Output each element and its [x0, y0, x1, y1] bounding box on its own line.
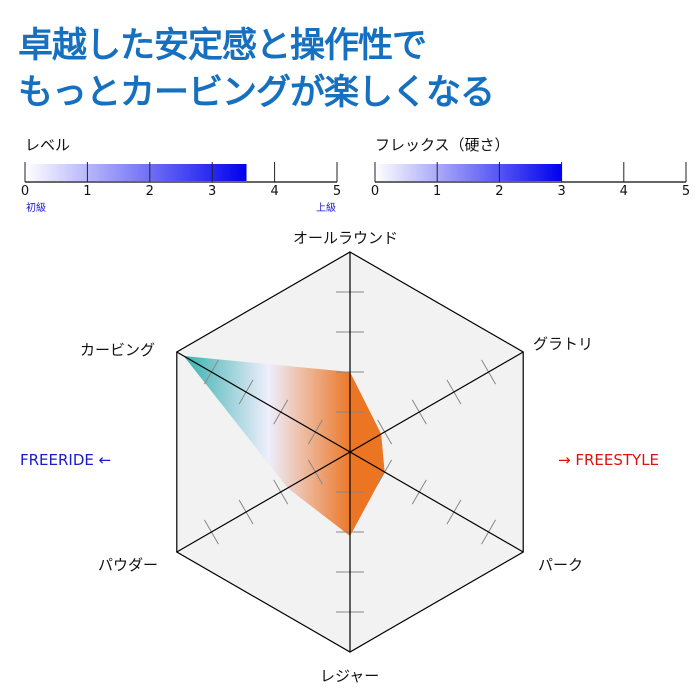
axis-label-carving: カービング: [80, 341, 156, 359]
radar-data-area: [183, 356, 385, 536]
bar-tick-label: 3: [208, 184, 217, 199]
bar-tick-label: 4: [619, 184, 628, 199]
freeride-annotation: FREERIDE ←: [20, 451, 112, 469]
bar-tick-label: 4: [270, 184, 279, 199]
radar-axis-line: [176, 351, 524, 553]
radar-outline: [176, 251, 524, 653]
bar-tick-label: 5: [332, 184, 342, 199]
level-min-label: 初級: [26, 203, 46, 214]
bar-tick-label: 0: [20, 184, 30, 199]
axis-label-gratori: グラトリ: [533, 335, 594, 353]
bar-tick-label: 2: [145, 184, 154, 199]
headline-line-2: もっとカービングが楽しくなる: [18, 73, 495, 113]
bar-tick-label: 1: [83, 184, 92, 199]
bar-tick-label: 2: [495, 184, 504, 199]
bar-fill: [375, 164, 562, 182]
bar-fill: [25, 164, 247, 182]
level-max-label: 上級: [316, 203, 336, 214]
bar-tick-label: 3: [557, 184, 566, 199]
axis-label-park: パーク: [538, 556, 584, 574]
bar-tick-label: 1: [433, 184, 442, 199]
freestyle-annotation: → FREESTYLE: [558, 451, 660, 469]
headline-line-1: 卓越した安定感と操作性で: [18, 26, 427, 66]
axis-label-leisure: レジャー: [320, 667, 380, 685]
flex-label: フレックス（硬さ）: [375, 136, 510, 154]
bar-tick-label: 5: [681, 184, 691, 199]
axis-label-powder: パウダー: [98, 556, 159, 574]
bar-tick-label: 0: [370, 184, 380, 199]
level-label: レベル: [25, 136, 71, 154]
axis-label-allround: オールラウンド: [293, 229, 399, 247]
